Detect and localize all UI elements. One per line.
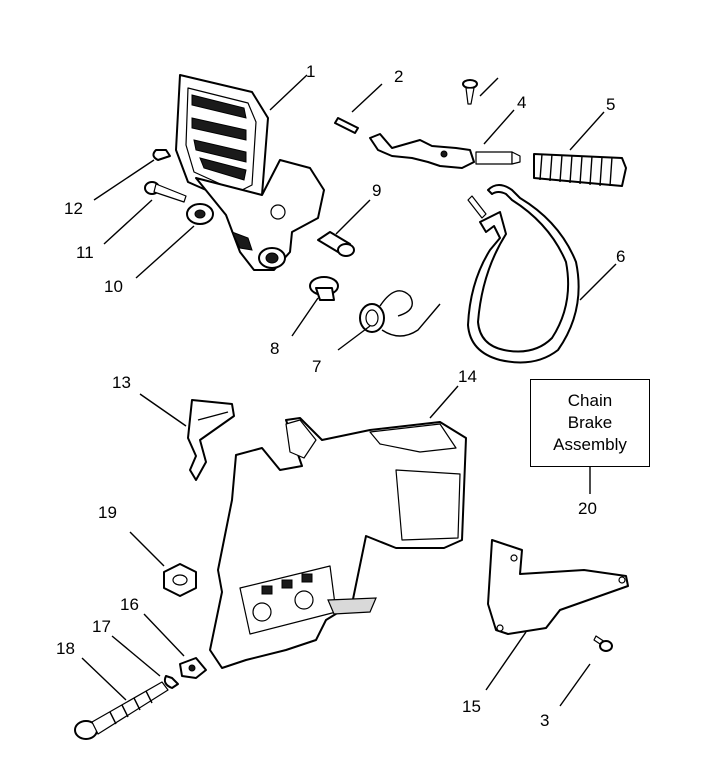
part-torsion-spring — [359, 290, 441, 337]
callout-20: 20 — [578, 499, 597, 518]
callout-7: 7 — [312, 357, 321, 376]
part-screw — [144, 181, 187, 203]
callout-19: 19 — [98, 503, 117, 522]
callout-17: 17 — [92, 617, 111, 636]
part-screw-3 — [593, 635, 613, 652]
assembly-label-line2: Brake — [567, 413, 613, 432]
callout-3: 3 — [540, 711, 549, 730]
part-pin — [334, 117, 359, 134]
callout-10: 10 — [104, 277, 123, 296]
callout-8: 8 — [270, 339, 279, 358]
callout-numbers: 1 2 3 4 5 6 7 8 9 10 11 12 13 14 15 16 1… — [56, 62, 625, 730]
callout-15: 15 — [462, 697, 481, 716]
part-shoulder-screw — [309, 276, 339, 301]
callout-4: 4 — [517, 93, 526, 112]
callout-6: 6 — [616, 247, 625, 266]
part-washer — [179, 657, 207, 679]
callout-5: 5 — [606, 95, 615, 114]
leader-lines — [81, 74, 617, 707]
part-bolt — [317, 231, 355, 257]
part-brake-lever — [369, 133, 521, 169]
callout-1: 1 — [306, 62, 315, 81]
part-bushing — [186, 203, 214, 225]
part-clutch-cover — [209, 417, 467, 669]
part-bracket — [487, 539, 629, 635]
part-e-clip — [163, 675, 179, 689]
callout-11: 11 — [76, 243, 94, 262]
callout-12: 12 — [64, 199, 83, 218]
part-long-screw — [74, 681, 169, 740]
part-nut — [163, 563, 197, 597]
callout-14: 14 — [458, 367, 477, 386]
assembly-label-line1: Chain — [567, 391, 613, 410]
callout-18: 18 — [56, 639, 75, 658]
assembly-label-line3: Assembly — [553, 435, 627, 454]
part-clip — [152, 149, 171, 161]
callout-9: 9 — [372, 181, 381, 200]
part-brake-band — [467, 184, 580, 364]
part-spring — [533, 153, 627, 187]
part-screw-small — [462, 79, 478, 105]
callout-16: 16 — [120, 595, 139, 614]
part-clip-13 — [187, 399, 235, 481]
part-hand-guard — [175, 74, 325, 271]
chain-brake-assembly-box: Chain Brake Assembly — [530, 379, 650, 467]
callout-2: 2 — [394, 67, 403, 86]
callout-13: 13 — [112, 373, 131, 392]
